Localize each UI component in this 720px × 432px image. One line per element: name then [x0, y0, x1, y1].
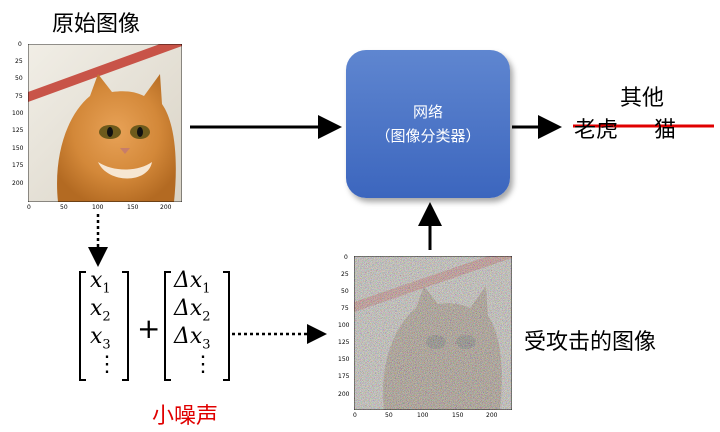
x-tick: 150 — [127, 204, 139, 211]
attacked-image-plot — [353, 248, 513, 411]
y-tick: 75 — [341, 305, 349, 312]
x-tick: 0 — [353, 412, 357, 419]
y-tick: 150 — [12, 145, 24, 152]
x-tick: 50 — [60, 204, 68, 211]
cat-image — [27, 36, 183, 203]
y-tick: 50 — [15, 75, 23, 82]
y-tick: 50 — [341, 288, 349, 295]
vector-dx-entry: Δx3 — [174, 324, 211, 353]
y-tick: 0 — [18, 41, 22, 48]
vector-dx-ellipsis: ⋮ — [192, 352, 214, 377]
y-tick: 0 — [344, 254, 348, 261]
y-tick: 25 — [341, 271, 349, 278]
y-tick: 125 — [12, 127, 24, 134]
vector-dx-entry: Δx2 — [174, 296, 211, 325]
label-other: 其他 — [620, 86, 665, 111]
original-image-title: 原始图像 — [52, 12, 141, 37]
attacked-image-title: 受攻击的图像 — [524, 330, 657, 355]
original-image-plot — [27, 36, 183, 203]
y-tick: 100 — [12, 110, 24, 117]
y-tick: 25 — [15, 58, 23, 65]
network-label: 网络 — [412, 103, 443, 121]
vector-x-entry: x3 — [90, 324, 111, 353]
noisy-cat-image — [353, 248, 513, 411]
plus-sign: + — [137, 312, 161, 345]
vector-x-entry: x1 — [90, 268, 111, 297]
vector-dx-entry: Δx1 — [174, 268, 211, 297]
noise-label: 小噪声 — [152, 404, 219, 429]
y-tick: 175 — [338, 373, 350, 380]
bracket-dx — [164, 271, 230, 381]
y-tick: 100 — [338, 322, 350, 329]
x-tick: 200 — [486, 412, 498, 419]
y-tick: 175 — [12, 162, 24, 169]
label-tiger: 老虎 — [574, 118, 619, 143]
x-tick: 200 — [160, 204, 172, 211]
vector-dx: Δx1 Δx2 Δx3 ⋮ — [174, 268, 226, 377]
x-tick: 0 — [27, 204, 31, 211]
bracket-x — [79, 271, 129, 381]
y-tick: 150 — [338, 356, 350, 363]
vector-x-ellipsis: ⋮ — [96, 352, 118, 377]
network-sublabel: （图像分类器） — [375, 127, 481, 145]
x-tick: 150 — [452, 412, 464, 419]
vector-x: x1 x2 x3 ⋮ — [90, 268, 122, 377]
x-tick: 100 — [92, 204, 104, 211]
y-tick: 125 — [338, 339, 350, 346]
x-tick: 50 — [385, 412, 393, 419]
x-tick: 100 — [417, 412, 429, 419]
vector-x-entry: x2 — [90, 296, 111, 325]
label-cat: 猫 — [654, 118, 677, 143]
y-tick: 75 — [15, 93, 23, 100]
network-box: 网络 （图像分类器） — [346, 50, 510, 198]
y-tick: 200 — [12, 180, 24, 187]
y-tick: 200 — [338, 391, 350, 398]
